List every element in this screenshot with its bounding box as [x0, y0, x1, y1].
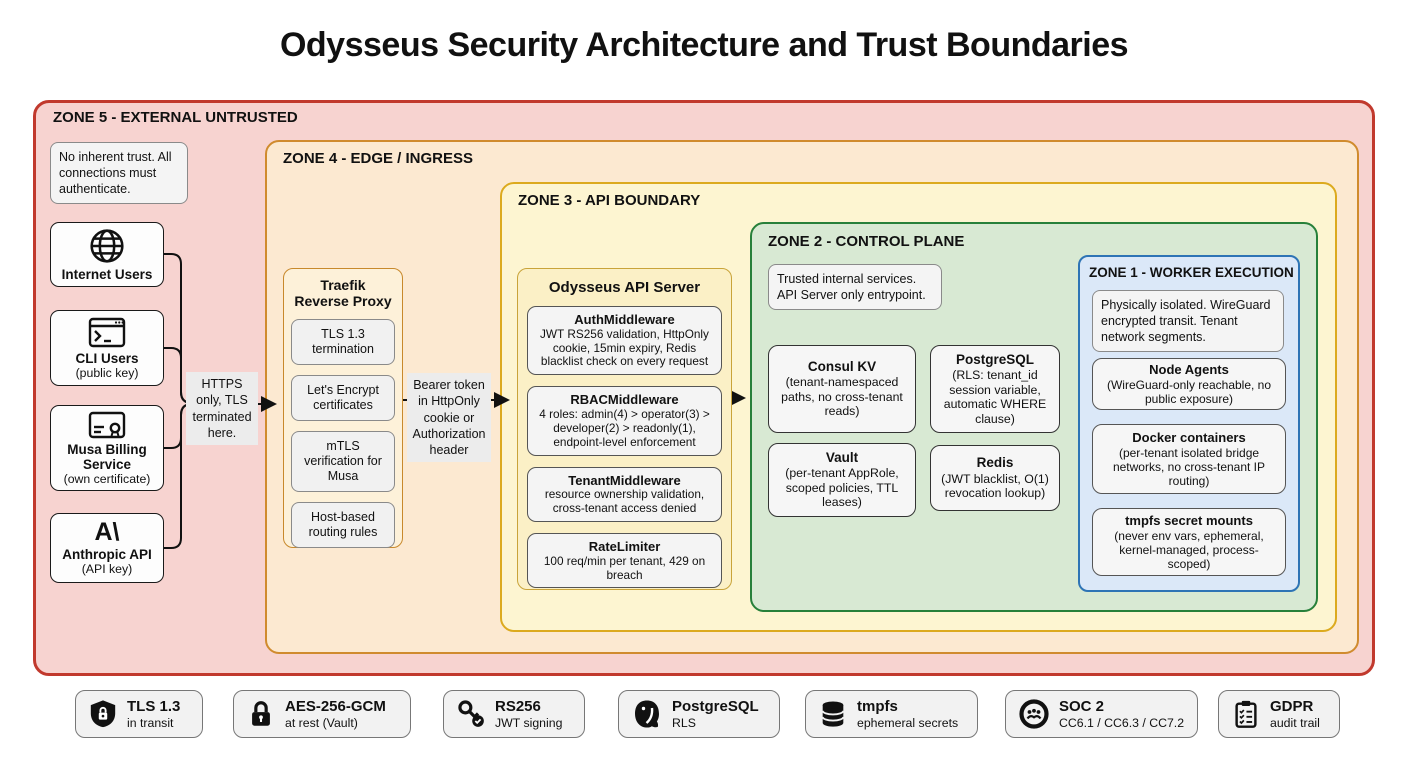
- node-agents-box: Node Agents (WireGuard-only reachable, n…: [1092, 358, 1286, 410]
- api-server-title: Odysseus API Server: [548, 279, 701, 296]
- traefik-item-tls-termination: TLS 1.3 termination: [291, 319, 395, 366]
- zone2-trust-note: Trusted internal services. API Server on…: [768, 264, 942, 310]
- actor-name: CLI Users: [75, 350, 139, 366]
- traefik-item-mtls-musa: mTLS verification for Musa: [291, 431, 395, 493]
- rbac-middleware-box: RBACMiddleware 4 roles: admin(4) > opera…: [527, 386, 722, 456]
- auth-middleware-box: AuthMiddleware JWT RS256 validation, Htt…: [527, 306, 722, 376]
- actor-credential: (API key): [81, 561, 133, 576]
- billing-card-icon: [87, 410, 127, 440]
- tenant-middleware-box: TenantMiddleware resource ownership vali…: [527, 466, 722, 523]
- zone5-label: ZONE 5 - EXTERNAL UNTRUSTED: [53, 109, 298, 126]
- globe-icon: [88, 227, 126, 265]
- redis-box: Redis (JWT blacklist, O(1) revocation lo…: [930, 445, 1060, 511]
- traefik-item-lets-encrypt: Let's Encrypt certificates: [291, 375, 395, 422]
- consul-kv-box: Consul KV (tenant-namespaced paths, no c…: [768, 345, 916, 433]
- docker-containers-box: Docker containers (per-tenant isolated b…: [1092, 424, 1286, 494]
- vault-box: Vault (per-tenant AppRole, scoped polici…: [768, 443, 916, 517]
- actor-internet-users: Internet Users: [50, 222, 164, 287]
- actor-name: Internet Users: [61, 266, 153, 282]
- traefik-item-host-routing: Host-based routing rules: [291, 502, 395, 549]
- anthropic-logo-icon: A\: [94, 517, 120, 546]
- tmpfs-secret-mounts-box: tmpfs secret mounts (never env vars, eph…: [1092, 508, 1286, 576]
- zone5-trust-note: No inherent trust. All connections must …: [50, 142, 188, 204]
- traefik-title: Traefik Reverse Proxy: [294, 277, 392, 310]
- badge-soc2: SOC 2 CC6.1 / CC6.3 / CC7.2: [1005, 690, 1198, 738]
- badge-rs256: RS256 JWT signing: [443, 690, 585, 738]
- actor-credential: (public key): [75, 365, 139, 380]
- rate-limiter-box: RateLimiter 100 req/min per tenant, 429 …: [527, 533, 722, 589]
- actor-name: Anthropic API: [62, 546, 152, 562]
- badge-tmpfs: tmpfs ephemeral secrets: [805, 690, 978, 738]
- postgresql-elephant-icon: [631, 698, 663, 730]
- actor-cli-users: CLI Users (public key): [50, 310, 164, 386]
- https-flow-label: HTTPS only, TLS terminated here.: [186, 372, 258, 445]
- postgresql-box: PostgreSQL (RLS: tenant_id session varia…: [930, 345, 1060, 433]
- bearer-token-flow-label: Bearer token in HttpOnly cookie or Autho…: [407, 373, 491, 463]
- zone2-label: ZONE 2 - CONTROL PLANE: [768, 233, 965, 250]
- badge-tls: TLS 1.3 in transit: [75, 690, 203, 738]
- zone1-isolation-note: Physically isolated. WireGuard encrypted…: [1092, 290, 1284, 352]
- actor-anthropic-api: A\ Anthropic API (API key): [50, 513, 164, 583]
- zone1-label: ZONE 1 - WORKER EXECUTION: [1089, 265, 1294, 280]
- clipboard-checklist-icon: [1231, 699, 1261, 729]
- zone4-label: ZONE 4 - EDGE / INGRESS: [283, 150, 474, 167]
- badge-gdpr: GDPR audit trail: [1218, 690, 1340, 738]
- shield-lock-icon: [88, 699, 118, 729]
- traefik-reverse-proxy-box: Traefik Reverse Proxy TLS 1.3 terminatio…: [283, 268, 403, 549]
- database-stack-icon: [818, 699, 848, 729]
- odysseus-api-server-box: Odysseus API Server AuthMiddleware JWT R…: [517, 268, 732, 590]
- key-check-icon: [456, 699, 486, 729]
- diagram-title: Odysseus Security Architecture and Trust…: [279, 26, 1129, 64]
- badge-aes: AES-256-GCM at rest (Vault): [233, 690, 411, 738]
- actor-name: Musa Billing Service: [67, 441, 147, 472]
- actor-credential: (own certificate): [63, 472, 151, 487]
- actor-musa-billing-service: Musa Billing Service (own certificate): [50, 405, 164, 491]
- soc2-seal-icon: [1018, 698, 1050, 730]
- badge-postgresql: PostgreSQL RLS: [618, 690, 780, 738]
- padlock-icon: [246, 699, 276, 729]
- zone3-label: ZONE 3 - API BOUNDARY: [518, 192, 701, 209]
- terminal-icon: [87, 316, 127, 349]
